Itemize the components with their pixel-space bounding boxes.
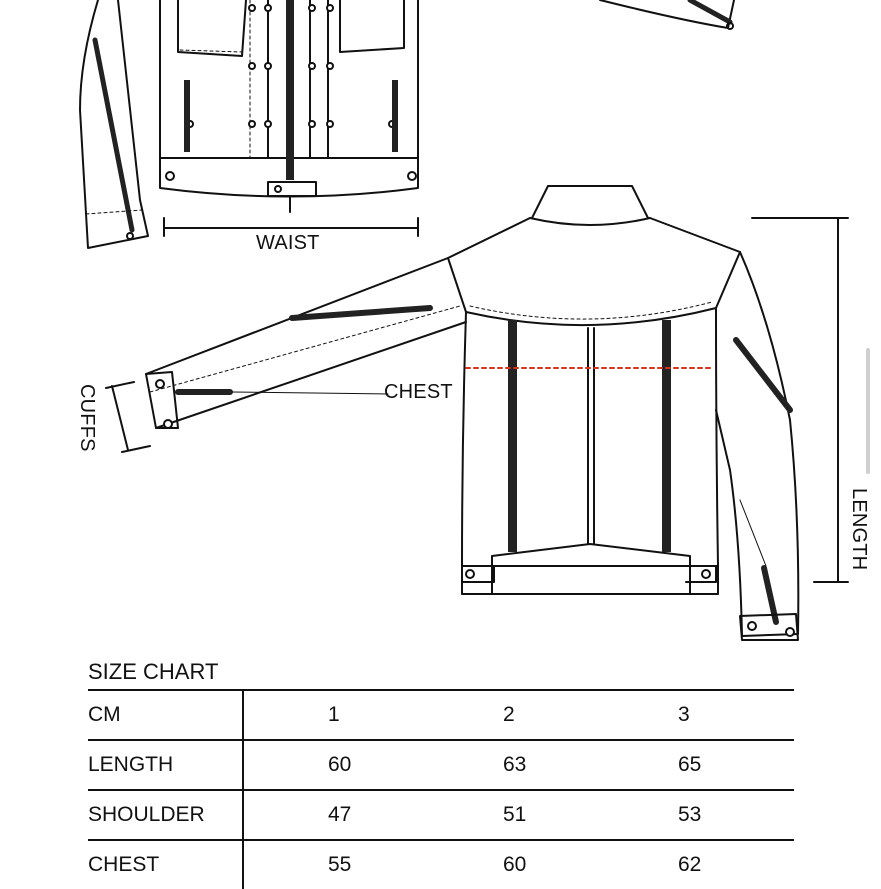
table-cell: 63 (503, 739, 678, 790)
table-cell: 65 (678, 739, 794, 790)
table-cell: 55 (243, 839, 503, 889)
table-cell: 47 (243, 789, 503, 840)
jacket-technical-sketch (79, 0, 849, 641)
row-label-length: LENGTH (88, 739, 244, 790)
size-table: CM 1 2 3 LENGTH 60 63 65 SHOULDER 47 51 … (88, 689, 794, 889)
table-row: CHEST 55 60 62 (88, 839, 794, 889)
waist-label: WAIST (256, 232, 320, 254)
row-label-chest: CHEST (88, 839, 244, 889)
row-label-shoulder: SHOULDER (88, 789, 244, 840)
cuffs-measure (105, 381, 151, 453)
cuffs-label: CUFFS (76, 384, 98, 452)
table-header-row: CM 1 2 3 (88, 689, 794, 740)
header-cell-size-3: 3 (678, 689, 794, 740)
length-label: LENGTH (848, 488, 870, 571)
size-chart: SIZE CHART CM 1 2 3 LENGTH 60 63 65 SHOU… (88, 655, 794, 889)
table-row: SHOULDER 47 51 53 (88, 789, 794, 840)
table-row: LENGTH 60 63 65 (88, 739, 794, 790)
back-view (145, 185, 800, 641)
header-cell-unit: CM (88, 689, 244, 740)
length-measure (751, 217, 849, 583)
table-cell: 51 (503, 789, 678, 840)
size-chart-title: SIZE CHART (88, 659, 219, 684)
table-cell: 53 (678, 789, 794, 840)
table-cell: 60 (243, 739, 503, 790)
front-view (79, 0, 735, 249)
table-cell: 62 (678, 839, 794, 889)
table-cell: 60 (503, 839, 678, 889)
header-cell-size-1: 1 (243, 689, 503, 740)
scrollbar[interactable] (866, 348, 870, 474)
header-cell-size-2: 2 (503, 689, 678, 740)
chest-label: CHEST (384, 381, 453, 403)
